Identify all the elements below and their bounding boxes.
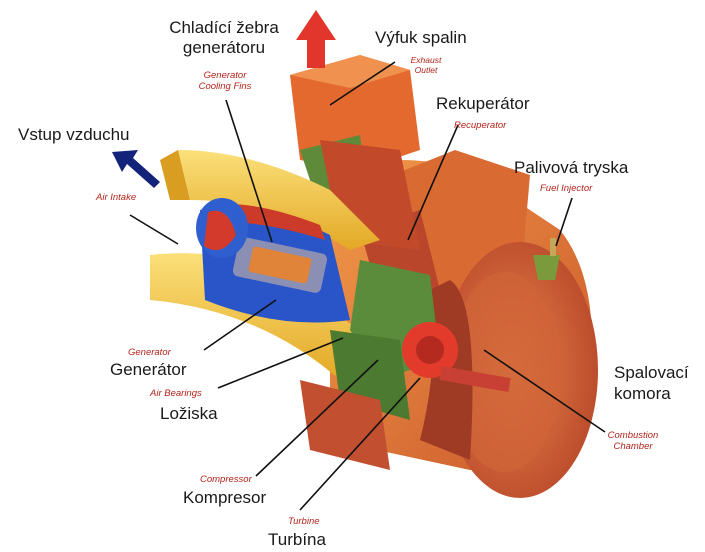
label-exhaust-cz: Výfuk spalin (375, 28, 467, 48)
label-combustion-en: Combustion Chamber (598, 430, 668, 452)
intake-nose (196, 198, 248, 258)
label-combustion-cz: Spalovací komora (614, 362, 689, 404)
label-bearings-en: Air Bearings (150, 388, 202, 399)
label-air-cz: Vstup vzduchu (18, 125, 130, 145)
intake-arrow (112, 150, 160, 188)
label-turbine-cz: Turbína (268, 530, 326, 550)
label-exhaust-en: Exhaust Outlet (396, 56, 456, 75)
label-generator-cz: Generátor (110, 360, 187, 380)
label-fuel-cz: Palivová tryska (514, 158, 628, 178)
label-air-en: Air Intake (96, 192, 136, 203)
label-recuperator-cz: Rekuperátor (436, 94, 530, 114)
label-fins-cz: Chladící žebra generátoru (128, 18, 320, 58)
label-bearings-cz: Ložiska (160, 404, 218, 424)
label-compressor-en: Compressor (200, 474, 252, 485)
label-turbine-en: Turbine (288, 516, 320, 527)
label-fins-en: Generator Cooling Fins (150, 70, 300, 92)
label-recuperator-en: Recuperator (454, 120, 506, 131)
leader-air (130, 215, 178, 244)
label-fuel-en: Fuel Injector (540, 183, 592, 194)
label-generator-en: Generator (128, 347, 171, 358)
label-compressor-cz: Kompresor (183, 488, 266, 508)
